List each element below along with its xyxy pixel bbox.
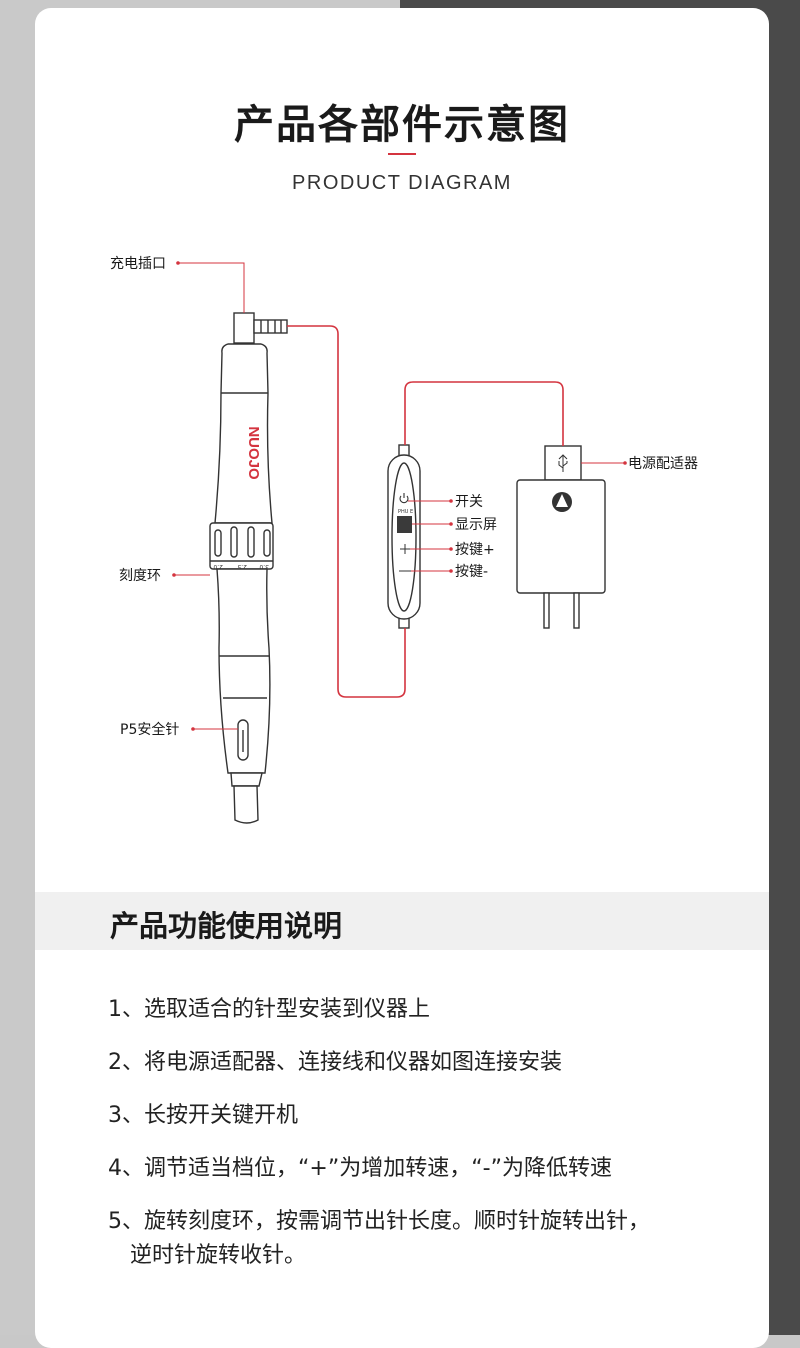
cables [287,325,564,698]
scale-mark-2: 2.5 [237,563,247,570]
leader-charging-port [178,262,245,313]
label-scale-ring: 刻度环 [119,568,161,584]
product-diagram: NUOJO 2.0 2.5 3.0 PHU E [110,256,698,824]
label-power-adapter: 电源配适器 [628,456,698,472]
title-divider [388,153,416,155]
label-key-plus: 按键+ [455,542,495,558]
label-safety-needle: P5安全针 [120,721,179,738]
needle-tip [233,785,259,824]
label-key-minus: 按键- [455,564,488,580]
cable-pen-to-controller [287,325,406,698]
usb-icon [558,454,568,472]
instruction-step-2: 2、将电源适配器、连接线和仪器如图连接安装 [108,1050,562,1075]
cable-controller-to-adapter [404,381,564,446]
page-subtitle: PRODUCT DIAGRAM [292,172,512,194]
label-display: 显示屏 [455,517,497,533]
pen-upper-body [214,343,273,524]
instruction-step-4: 4、调节适当档位，“+”为增加转速，“-”为降低转速 [108,1156,612,1181]
charging-plug [233,312,255,344]
adapter-body [516,479,606,594]
instruction-step-3: 3、长按开关键开机 [108,1103,298,1128]
brand-logo: NUOJO [245,426,262,480]
instructions-list: 1、选取适合的针型安装到仪器上 2、将电源适配器、连接线和仪器如图连接安装 3、… [108,993,748,1292]
adapter-logo-icon [552,492,572,512]
scale-mark-3: 3.0 [259,563,269,570]
power-icon [399,493,409,504]
controller-panel [391,462,417,612]
label-switch: 开关 [455,494,483,510]
instruction-step-5: 5、旋转刻度环，按需调节出针长度。顺时针旋转出针， 逆时针旋转收针。 [108,1205,748,1273]
pen-lower-body [216,568,271,774]
controller [387,444,421,629]
label-charging-port: 充电插口 [110,256,166,272]
instructions-title: 产品功能使用说明 [110,909,343,943]
power-adapter [516,445,606,629]
scale-mark-1: 2.0 [213,563,223,570]
tattoo-pen [209,312,288,824]
content-card: 产品各部件示意图 PRODUCT DIAGRAM [35,8,769,1348]
instruction-step-5-continued: 逆时针旋转收针。 [130,1243,307,1268]
adapter-prong-right [573,592,580,629]
adapter-prong-left [543,592,550,629]
display-screen [397,516,412,533]
instructions-header: 产品功能使用说明 [35,892,769,950]
instruction-step-1: 1、选取适合的针型安装到仪器上 [108,997,430,1022]
cable-plug [253,319,288,334]
page-title: 产品各部件示意图 [234,102,570,148]
svg-text:PHU E: PHU E [398,509,413,515]
plus-button[interactable] [400,544,410,554]
